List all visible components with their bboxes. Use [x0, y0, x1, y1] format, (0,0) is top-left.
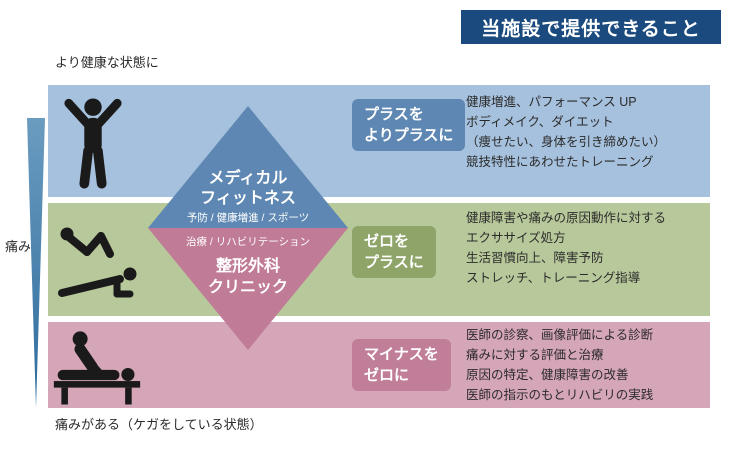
page-title: 当施設で提供できること — [481, 18, 701, 40]
desc-line: 原因の特定、健康障害の改善 — [466, 368, 629, 382]
tag-line: マイナスを — [364, 346, 439, 363]
desc-line: ボディメイク、ダイエット — [466, 115, 614, 129]
tag-plus-to-more-plus: プラスを よりプラスに — [352, 99, 466, 151]
desc-line: 健康増進、パフォーマンス UP — [466, 95, 637, 109]
healthier-state-label: より健康な状態に — [55, 55, 159, 70]
desc-line: 痛みに対する評価と治療 — [466, 348, 604, 362]
tag-line: ゼロを — [364, 233, 410, 250]
desc-zero-to-plus: 健康障害や痛みの原因動作に対する エクササイズ処方 生活習慣向上、障害予防 スト… — [466, 208, 666, 288]
clinic-scope-label: 治療 / リハビリテーション — [185, 236, 311, 248]
desc-plus-to-more-plus: 健康増進、パフォーマンス UP ボディメイク、ダイエット （痩せたい、身体を引き… — [466, 92, 666, 172]
cheering-person-icon — [62, 96, 124, 190]
tag-line: プラスを — [364, 106, 424, 123]
massage-treatment-icon — [52, 328, 142, 406]
desc-line: ストレッチ、トレーニング指導 — [466, 271, 641, 285]
tag-zero-to-plus: ゼロを プラスに — [352, 226, 436, 278]
situp-person-icon — [56, 222, 122, 262]
orthopedic-clinic-label-line2: クリニック — [207, 279, 288, 296]
medical-fitness-label-line2: フィットネス — [200, 190, 296, 207]
desc-line: （痩せたい、身体を引き締めたい） — [466, 135, 667, 149]
diamond: メディカル フィットネス 予防 / 健康増進 / スポーツ 治療 / リハビリテ… — [148, 106, 348, 350]
desc-line: 競技特性にあわせたトレーニング — [466, 155, 654, 169]
tag-line: プラスに — [364, 254, 424, 271]
desc-line: 生活習慣向上、障害予防 — [466, 251, 604, 265]
tag-minus-to-zero: マイナスを ゼロに — [352, 339, 451, 391]
desc-line: 医師の診察、画像評価による診断 — [466, 328, 654, 342]
page-title-banner: 当施設で提供できること — [461, 10, 721, 44]
tag-line: ゼロに — [364, 367, 410, 384]
desc-line: 健康障害や痛みの原因動作に対する — [466, 211, 667, 225]
fitness-scope-label: 予防 / 健康増進 / スポーツ — [186, 212, 310, 224]
pain-state-label: 痛みがある（ケガをしている状態） — [55, 417, 263, 432]
desc-minus-to-zero: 医師の診察、画像評価による診断 痛みに対する評価と治療 原因の特定、健康障害の改… — [466, 325, 653, 405]
medical-fitness-label-line1: メディカル — [208, 170, 288, 187]
desc-line: エクササイズ処方 — [466, 231, 566, 245]
pain-axis-arrow-icon — [27, 118, 45, 408]
plank-person-icon — [54, 264, 138, 300]
tag-line: よりプラスに — [364, 127, 454, 144]
orthopedic-clinic-label-line1: 整形外科 — [215, 258, 280, 275]
desc-line: 医師の指示のもとリハビリの実践 — [466, 388, 654, 402]
pain-axis-label: 痛み — [5, 239, 32, 254]
